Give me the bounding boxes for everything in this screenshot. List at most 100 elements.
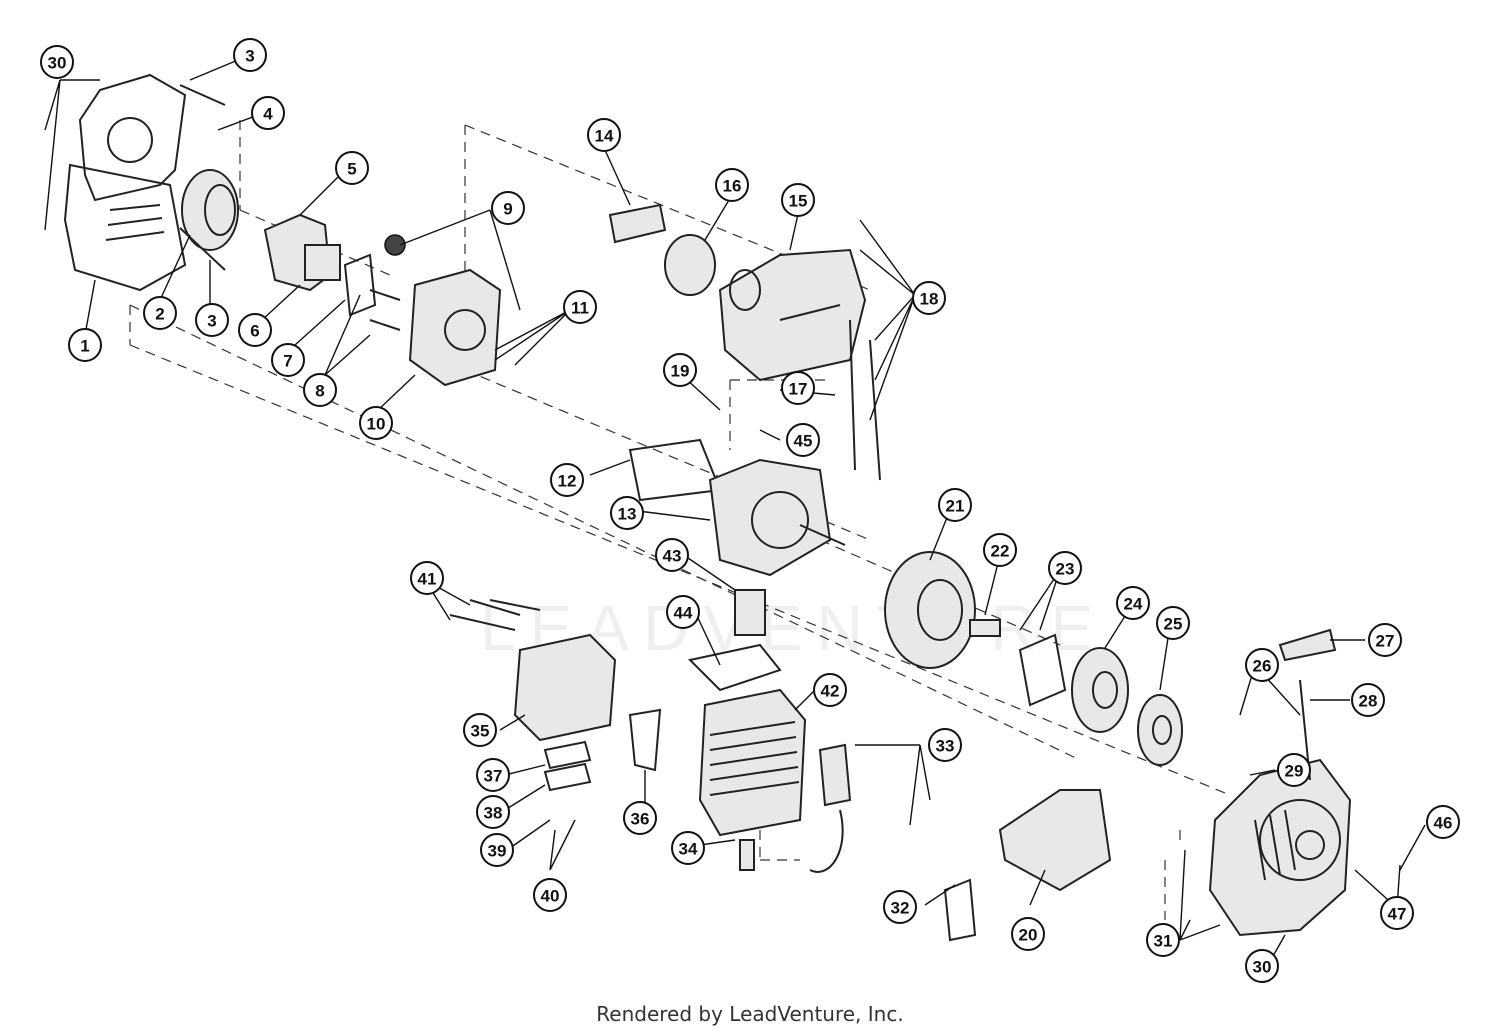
callout-label: 8 [315,382,324,401]
callout-22: 22 [983,533,1017,567]
callout-label: 38 [484,804,503,823]
callout-label: 39 [488,842,507,861]
callout-36: 36 [623,801,657,835]
callout-6: 6 [238,313,272,347]
clutch-and-drum [1018,633,1183,766]
fuel-tank [608,203,867,382]
callout-label: 29 [1285,762,1304,781]
callout-label: 14 [595,127,614,146]
callout-24: 24 [1116,586,1150,620]
cylinder [698,688,852,873]
callout-46: 46 [1426,805,1460,839]
callout-9: 9 [491,191,525,225]
callout-42: 42 [813,673,847,707]
air-filter-cover [63,73,187,292]
callout-21: 21 [938,488,972,522]
callout-label: 30 [1253,958,1272,977]
callout-10: 10 [359,406,393,440]
callout-label: 23 [1056,560,1075,579]
callout-15: 15 [781,183,815,217]
callout-32: 32 [883,890,917,924]
callout-label: 21 [946,497,965,516]
callout-7: 7 [271,343,305,377]
callout-label: 19 [671,362,690,381]
callout-label: 45 [794,432,813,451]
callout-label: 3 [207,312,216,331]
callout-23: 23 [1048,551,1082,585]
callout-27: 27 [1368,623,1402,657]
callout-18: 18 [912,281,946,315]
callout-label: 3 [245,47,254,66]
callout-30: 30 [40,45,74,79]
callout-label: 1 [80,337,89,356]
callout-35: 35 [463,713,497,747]
callout-33: 33 [928,728,962,762]
callout-16: 16 [715,168,749,202]
callout-label: 46 [1434,814,1453,833]
callout-29: 29 [1277,753,1311,787]
callout-45: 45 [786,423,820,457]
piston-assembly [687,589,782,692]
footer-credit: Rendered by LeadVenture, Inc. [596,1002,904,1026]
air-filter-element [181,169,239,251]
callout-label: 9 [503,200,512,219]
leader-lines [44,59,1426,966]
callout-label: 28 [1359,692,1378,711]
callout-label: 13 [618,505,637,524]
callout-34: 34 [671,831,705,865]
callout-label: 42 [821,682,840,701]
callout-26: 26 [1245,648,1279,682]
callout-47: 47 [1380,896,1414,930]
callout-40: 40 [533,878,567,912]
carburetor [263,213,377,317]
callout-label: 24 [1124,595,1143,614]
callout-label: 17 [789,380,808,399]
callout-label: 15 [789,192,808,211]
callout-label: 27 [1376,632,1395,651]
starter-housing [1208,628,1352,937]
callout-label: 44 [674,604,693,623]
callout-label: 30 [48,54,67,73]
callout-label: 31 [1154,932,1173,951]
callout-label: 47 [1388,905,1407,924]
callout-17: 17 [781,371,815,405]
callout-37: 37 [476,758,510,792]
callout-label: 41 [418,570,437,589]
callout-13: 13 [610,496,644,530]
callout-3: 3 [195,303,229,337]
callout-4: 4 [251,96,285,130]
exploded-parts-diagram: LEADVENTURE [40,38,1460,983]
callout-label: 26 [1253,657,1272,676]
callout-label: 34 [679,840,698,859]
callout-19: 19 [663,353,697,387]
callout-label: 35 [471,722,490,741]
callout-label: 22 [991,542,1010,561]
callout-label: 40 [541,887,560,906]
callout-31: 31 [1146,923,1180,957]
callout-11: 11 [563,290,597,324]
callout-20: 20 [1011,917,1045,951]
callout-12: 12 [550,463,584,497]
carburetor-housing [384,234,502,387]
callout-43: 43 [655,538,689,572]
callout-label: 4 [263,105,273,124]
callout-label: 18 [920,290,939,309]
callout-label: 33 [936,737,955,756]
callout-1: 1 [68,328,102,362]
callout-label: 37 [484,767,503,786]
crankcase [628,438,846,577]
callout-label: 32 [891,899,910,918]
callout-label: 7 [283,352,292,371]
fan-shroud [943,789,1112,942]
callout-14: 14 [587,118,621,152]
callout-41: 41 [410,561,444,595]
callout-label: 20 [1019,926,1038,945]
callout-28: 28 [1351,683,1385,717]
callout-label: 25 [1164,615,1183,634]
callout-label: 43 [663,547,682,566]
callout-label: 2 [155,305,164,324]
callout-39: 39 [480,833,514,867]
callout-label: 16 [723,177,742,196]
callout-30: 30 [1245,949,1279,983]
